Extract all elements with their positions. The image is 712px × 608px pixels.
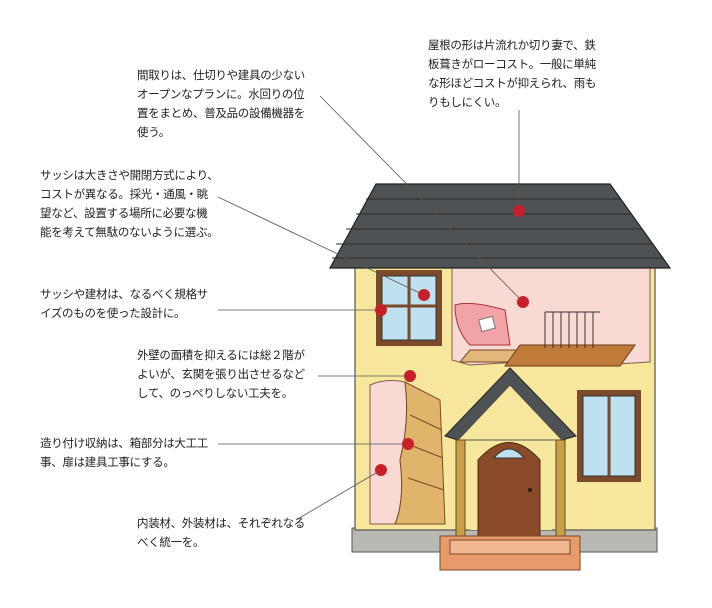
lower-right-window bbox=[577, 390, 641, 482]
note-line: 間取りは、仕切りや建具の少ない bbox=[137, 68, 305, 82]
note-line: 望など、設置する場所に必要な機 bbox=[40, 206, 208, 220]
upper-window bbox=[376, 270, 442, 346]
stair-landing bbox=[504, 344, 636, 367]
entrance-porch bbox=[439, 367, 581, 571]
note-line: 使う。 bbox=[137, 125, 170, 139]
marker-material bbox=[375, 464, 387, 476]
note-standard: サッシや建材は、なるべく規格サ イズのものを使った設計に。 bbox=[40, 285, 208, 323]
note-line: な形ほどコストが抑えられ、雨も bbox=[428, 76, 597, 90]
note-sash: サッシは大きさや開閉方式により、 コストが異なる。採光・通風・眺 望など、設置す… bbox=[40, 166, 219, 242]
note-line: オープンなプランに。水回りの位 bbox=[137, 87, 305, 101]
note-line: よいが、玄関を張り出させるなど bbox=[137, 367, 305, 381]
sofa bbox=[454, 302, 511, 346]
marker-wall bbox=[404, 370, 416, 382]
note-line: サッシは大きさや開閉方式により、 bbox=[40, 168, 219, 182]
note-roof: 屋根の形は片流れか切り妻で、鉄 板葺きがローコスト。一般に単純 な形ほどコストが… bbox=[428, 36, 596, 112]
note-storage: 造り付け収納は、箱部分は大工工 事、扉は建具工事にする。 bbox=[40, 434, 208, 472]
note-material: 内装材、外装材は、それぞれなる べく統一を。 bbox=[137, 514, 305, 552]
storage-cutaway bbox=[369, 380, 446, 525]
leader-lines bbox=[217, 95, 524, 521]
note-line: して、のっぺりしない工夫を。 bbox=[137, 386, 293, 400]
note-line: イズのものを使った設計に。 bbox=[40, 306, 186, 320]
note-line: 内装材、外装材は、それぞれなる bbox=[137, 516, 305, 530]
note-layout: 間取りは、仕切りや建具の少ない オープンなプランに。水回りの位 置をまとめ、普及… bbox=[137, 66, 305, 142]
note-line: 置をまとめ、普及品の設備機器を bbox=[137, 106, 305, 120]
note-line: べく統一を。 bbox=[137, 535, 205, 549]
note-line: サッシや建材は、なるべく規格サ bbox=[40, 287, 208, 301]
markers bbox=[375, 205, 529, 476]
note-wall: 外壁の面積を抑えるには総２階が よいが、玄関を張り出させるなど して、のっぺりし… bbox=[137, 346, 305, 403]
roof bbox=[328, 183, 672, 269]
note-line: 造り付け収納は、箱部分は大工工 bbox=[40, 436, 208, 450]
marker-sash bbox=[418, 289, 430, 301]
note-line: 能を考えて無駄のないように選ぶ。 bbox=[40, 225, 219, 239]
marker-layout bbox=[517, 296, 529, 308]
stair-railing bbox=[544, 311, 600, 348]
marker-storage bbox=[402, 438, 414, 450]
note-line: 屋根の形は片流れか切り妻で、鉄 bbox=[428, 38, 596, 52]
note-line: 板葺きがローコスト。一般に単純 bbox=[428, 57, 596, 71]
note-line: 外壁の面積を抑えるには総２階が bbox=[137, 348, 305, 362]
marker-roof bbox=[513, 205, 525, 217]
note-line: コストが異なる。採光・通風・眺 bbox=[40, 187, 208, 201]
note-line: りもしにくい。 bbox=[428, 95, 507, 109]
note-line: 事、扉は建具工事にする。 bbox=[40, 455, 175, 469]
marker-standard bbox=[375, 304, 387, 316]
